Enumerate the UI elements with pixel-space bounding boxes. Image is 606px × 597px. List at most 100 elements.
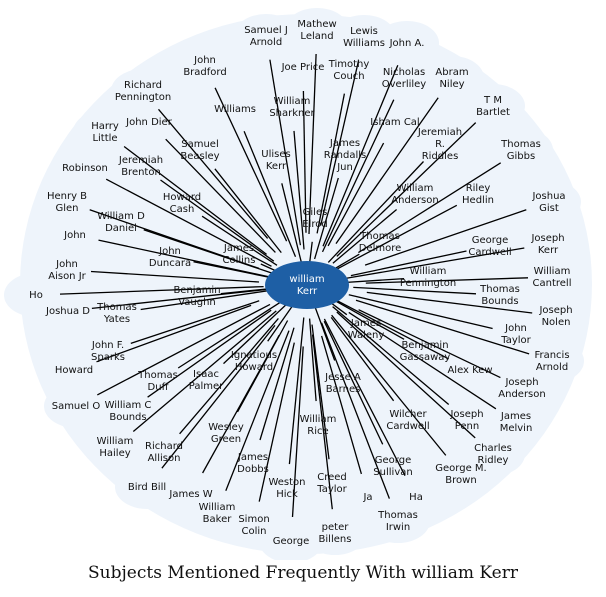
edge (269, 59, 302, 246)
edge (214, 168, 282, 254)
edge (335, 97, 439, 244)
center-node[interactable] (265, 261, 349, 309)
node-label[interactable]: George (273, 536, 309, 547)
node-label[interactable]: Bird Bill (128, 482, 166, 493)
node-label[interactable]: Howard (55, 365, 93, 376)
node-halo (174, 358, 238, 402)
node-halo (435, 398, 499, 442)
node-label[interactable]: Ho (29, 290, 43, 301)
edge (308, 53, 317, 235)
node-label[interactable]: Joe Price (281, 62, 325, 73)
node-label[interactable]: John F.Sparks (91, 340, 125, 363)
node-label[interactable]: John Dier (125, 117, 173, 128)
node-label[interactable]: John A. (389, 38, 425, 49)
edge (160, 179, 275, 262)
node-label[interactable]: Samuel O (52, 401, 101, 412)
edge (311, 324, 330, 460)
node-halo (36, 289, 100, 333)
node-label[interactable]: Joshua D (45, 306, 90, 317)
edge (332, 306, 450, 405)
node-label[interactable]: Ja (362, 492, 372, 503)
node-label[interactable]: Robinson (62, 163, 108, 174)
node-label[interactable]: George M.Brown (435, 463, 486, 486)
node-label[interactable]: John (63, 230, 86, 241)
edge (202, 334, 280, 474)
edge (320, 322, 391, 499)
edge (334, 204, 458, 271)
node-label[interactable]: James W (168, 489, 212, 500)
node-label[interactable]: Ha (409, 492, 423, 503)
node-label[interactable]: Alex Kew (447, 365, 492, 376)
edge (140, 289, 270, 311)
edge (353, 286, 477, 295)
node-label[interactable]: Williams (214, 104, 256, 115)
node-halo (73, 110, 137, 154)
node-label[interactable]: Isham Cal (370, 117, 419, 128)
edge (358, 162, 502, 254)
node-halo (334, 307, 398, 351)
